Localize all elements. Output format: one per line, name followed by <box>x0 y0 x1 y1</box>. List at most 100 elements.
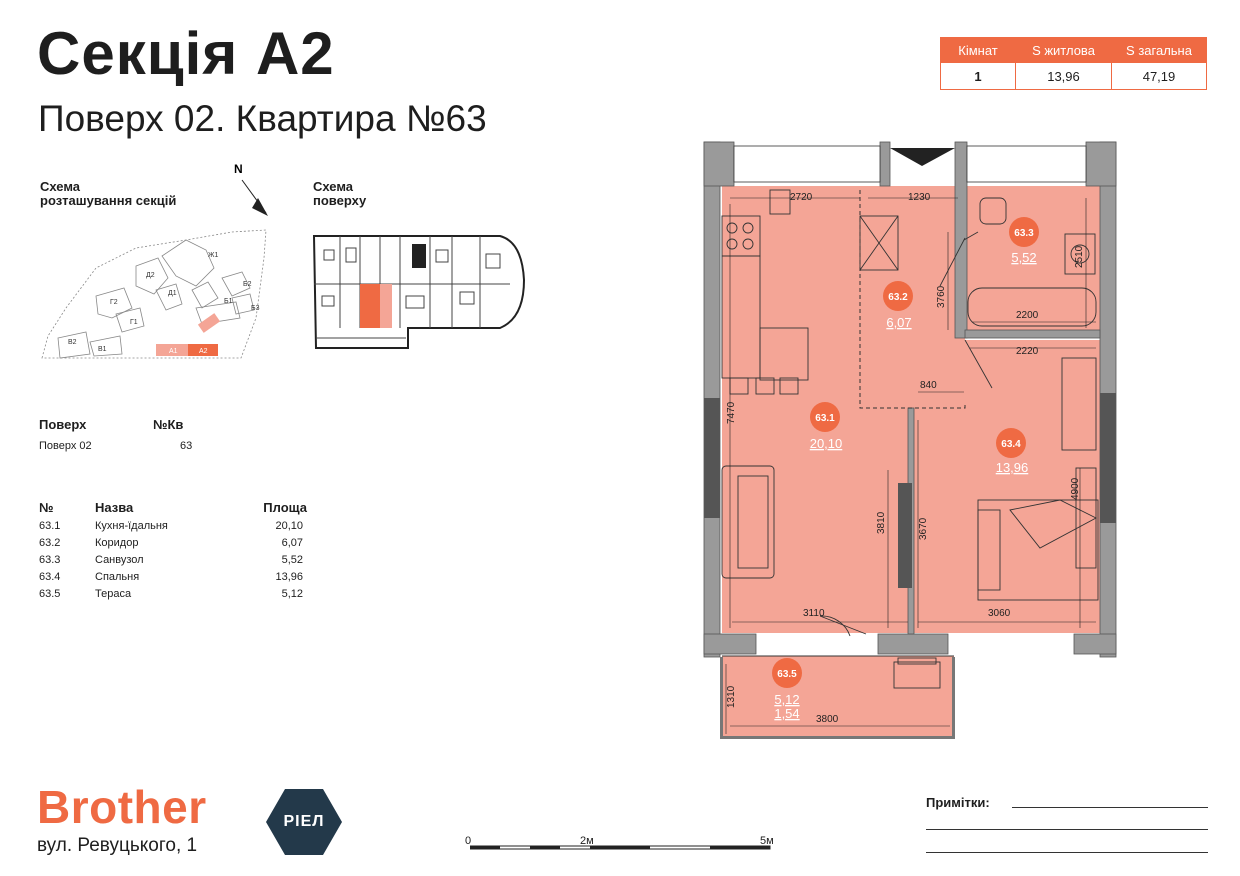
scale-end: 5м <box>760 835 774 847</box>
floor-scheme-label: Схема поверху <box>313 179 367 208</box>
svg-text:Д1: Д1 <box>168 290 177 297</box>
dim-2510: 2510 <box>1074 245 1085 268</box>
room-63-4-fill <box>912 340 1100 633</box>
svg-text:Б3: Б3 <box>251 305 260 312</box>
floor-header: Поверх <box>39 417 87 432</box>
room-row-name: Санвузол <box>95 554 144 566</box>
dim-3810: 3810 <box>876 511 887 534</box>
svg-text:В2: В2 <box>68 339 77 346</box>
room-63-2-area: 6,07 <box>886 315 911 330</box>
room-63-1-label: 63.1 20,10 <box>810 402 843 451</box>
room-row-name: Тераса <box>95 588 132 600</box>
room-63-4-label: 63.4 13,96 <box>996 428 1029 475</box>
svg-text:63.1: 63.1 <box>815 413 835 424</box>
svg-text:Д2: Д2 <box>146 272 155 279</box>
north-arrow-icon <box>241 179 268 216</box>
notes-line <box>926 852 1208 853</box>
svg-text:Б1: Б1 <box>224 298 233 305</box>
dim-3760: 3760 <box>936 285 947 308</box>
svg-text:А1: А1 <box>169 348 178 355</box>
dim-2720: 2720 <box>790 192 813 203</box>
room-63-5-area: 5,12 <box>774 692 799 707</box>
room-row-no: 63.5 <box>39 588 61 600</box>
svg-text:63.2: 63.2 <box>888 292 908 303</box>
dim-3670: 3670 <box>918 517 929 540</box>
notes-label: Примітки: <box>926 795 990 810</box>
room-row-name: Кухня-їдальня <box>95 520 168 532</box>
svg-text:В1: В1 <box>98 346 107 353</box>
room-row-name: Спальня <box>95 571 140 583</box>
rooms-count-header: Кімнат <box>940 37 1016 63</box>
svg-text:63.5: 63.5 <box>777 669 797 680</box>
room-row: 63.3 Санвузол 5,52 <box>39 552 307 569</box>
brand-logo: Brother <box>37 781 207 833</box>
total-area-value: 47,19 <box>1111 62 1207 90</box>
room-63-3-area: 5,52 <box>1011 250 1036 265</box>
room-63-3-label: 63.3 5,52 <box>1009 217 1039 265</box>
apartment-subtitle: Поверх 02. Квартира №63 <box>38 98 487 139</box>
scale-bar <box>469 838 790 863</box>
dim-3060: 3060 <box>988 608 1011 619</box>
dim-840: 840 <box>920 380 937 391</box>
room-63-5-label: 63.5 5,12 1,54 <box>772 658 802 721</box>
sections-site-map: N Ж1 Д2 Д1 Г2 Г1 Б2 Б1 Б3 В2 В1 А1 А2 <box>41 162 268 359</box>
room-row: 63.2 Коридор 6,07 <box>39 535 307 552</box>
north-label: N <box>234 162 243 176</box>
dim-1310: 1310 <box>726 685 737 708</box>
svg-text:Г2: Г2 <box>110 299 118 306</box>
room-name-header: Назва <box>95 500 134 515</box>
room-row-name: Коридор <box>95 537 139 549</box>
room-63-2-label: 63.2 6,07 <box>883 281 913 330</box>
rooms-count-value: 1 <box>940 62 1016 90</box>
summary-table: Кімнат S житлова S загальна 1 13,96 47,1… <box>940 37 1207 90</box>
notes-line <box>926 829 1208 830</box>
room-no-header: № <box>39 500 54 515</box>
dim-3800: 3800 <box>816 714 839 725</box>
room-row-area: 5,12 <box>281 588 303 600</box>
room-row-area: 5,52 <box>281 554 303 566</box>
room-row-no: 63.3 <box>39 554 61 566</box>
apartment-number-value: 63 <box>180 440 193 452</box>
room-row-no: 63.4 <box>39 571 61 583</box>
scale-mid: 2м <box>580 835 594 847</box>
dim-1230: 1230 <box>908 192 931 203</box>
scale-zero: 0 <box>465 835 472 847</box>
dim-7470: 7470 <box>726 401 737 424</box>
room-row: 63.5 Тераса 5,12 <box>39 586 307 603</box>
room-row: 63.1 Кухня-їдальня 20,10 <box>39 518 307 535</box>
svg-text:Б2: Б2 <box>243 281 252 288</box>
living-area-value: 13,96 <box>1015 62 1112 90</box>
room-row-area: 13,96 <box>275 571 303 583</box>
room-63-1-area: 20,10 <box>810 436 843 451</box>
room-row-area: 20,10 <box>275 520 303 532</box>
floor-scheme-map <box>312 235 526 349</box>
sections-scheme-label: Схема розташування секцій <box>40 179 177 208</box>
dim-4900: 4900 <box>1070 477 1081 500</box>
svg-text:Г1: Г1 <box>130 319 138 326</box>
notes-line <box>1012 807 1208 808</box>
total-area-header: S загальна <box>1111 37 1207 63</box>
brand-badge: РІЕЛ <box>266 789 342 855</box>
dim-2200: 2200 <box>1016 310 1039 321</box>
living-area-header: S житлова <box>1015 37 1112 63</box>
rooms-table: № Назва Площа 63.1 Кухня-їдальня 20,10 63.2… <box>39 501 307 603</box>
room-63-5-fill <box>722 656 954 738</box>
svg-text:63.4: 63.4 <box>1001 439 1021 450</box>
address: вул. Ревуцького, 1 <box>37 835 198 856</box>
room-area-header: Площа <box>263 500 307 515</box>
floor-value: Поверх 02 <box>39 440 92 452</box>
svg-text:63.3: 63.3 <box>1014 228 1034 239</box>
room-63-5-area2: 1,54 <box>774 706 799 721</box>
room-63-4-area: 13,96 <box>996 460 1029 475</box>
apartment-plan: 2720 1230 3760 2510 2200 2220 840 7470 3… <box>703 141 1117 739</box>
section-title: Секція А2 <box>37 20 335 87</box>
dim-3110: 3110 <box>803 608 825 619</box>
room-63-3-fill <box>965 186 1100 332</box>
room-row-area: 6,07 <box>281 537 303 549</box>
room-row-no: 63.2 <box>39 537 61 549</box>
apartment-number-header: №Кв <box>153 417 184 432</box>
room-row-no: 63.1 <box>39 520 61 532</box>
svg-text:А2: А2 <box>199 348 208 355</box>
svg-text:Ж1: Ж1 <box>208 252 218 259</box>
room-row: 63.4 Спальня 13,96 <box>39 569 307 586</box>
